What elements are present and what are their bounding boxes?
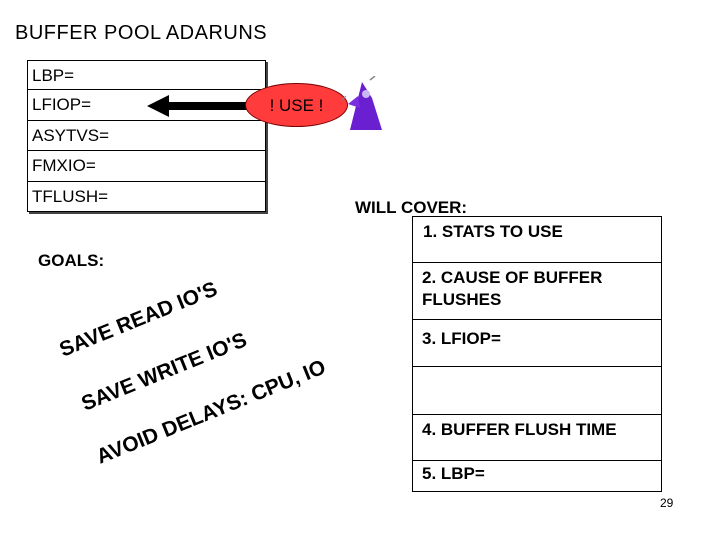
list-item: 1. STATS TO USE — [413, 217, 661, 263]
wizard-icon — [342, 76, 382, 130]
goal-avoid-delays: AVOID DELAYS: CPU, IO — [93, 356, 329, 469]
arrow-left-icon — [147, 95, 253, 117]
list-item: 5. LBP= — [422, 464, 485, 483]
adarun-row-lbp: LBP= — [27, 60, 266, 91]
slide-title: BUFFER POOL ADARUNS — [15, 22, 268, 44]
adarun-row-asytvs: ASYTVS= — [27, 120, 266, 152]
goals-heading: GOALS: — [38, 251, 105, 270]
will-cover-heading: WILL COVER: — [355, 198, 468, 217]
list-item: 3. LFIOP= — [413, 320, 661, 367]
will-cover-list: 1. STATS TO USE 2. CAUSE OF BUFFER FLUSH… — [412, 216, 662, 492]
page-number: 29 — [660, 496, 674, 510]
list-item: 2. CAUSE OF BUFFER FLUSHES — [413, 263, 661, 320]
adarun-row-fmxio: FMXIO= — [27, 151, 266, 182]
use-badge: ! USE ! — [245, 83, 348, 127]
list-item — [413, 367, 661, 415]
list-item: 4. BUFFER FLUSH TIME — [413, 415, 661, 461]
adarun-row-tflush: TFLUSH= — [27, 181, 266, 212]
